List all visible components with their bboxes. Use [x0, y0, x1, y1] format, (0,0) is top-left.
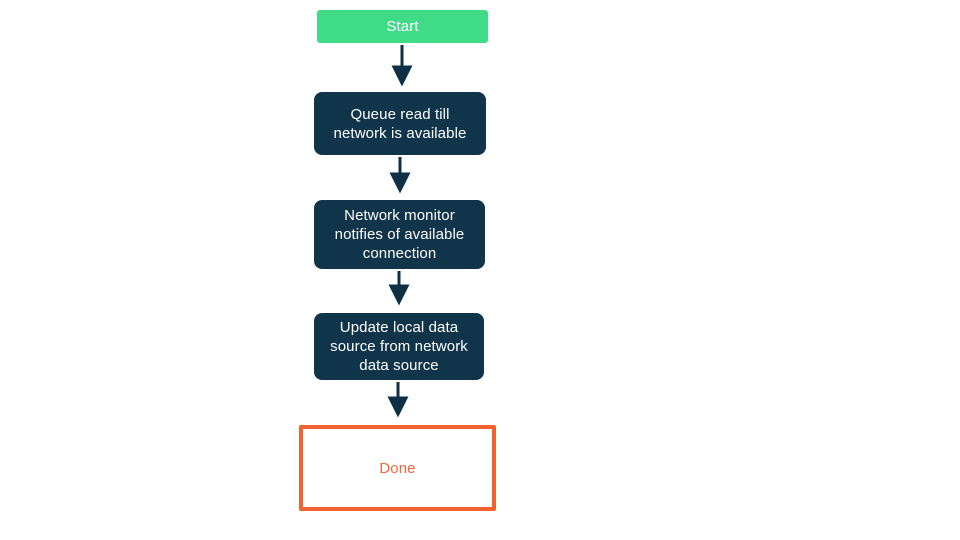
- node-queue-read[interactable]: Queue read till network is available: [314, 92, 486, 155]
- node-update-local-data-source-label: Update local data source from network da…: [330, 319, 468, 374]
- node-queue-read-label: Queue read till network is available: [333, 105, 467, 142]
- node-done-label: Done: [379, 459, 416, 477]
- node-network-monitor-label: Network monitor notifies of available co…: [334, 207, 465, 262]
- node-start-label: Start: [386, 18, 419, 35]
- node-network-monitor[interactable]: Network monitor notifies of available co…: [314, 200, 485, 269]
- node-done[interactable]: Done: [299, 425, 496, 511]
- node-update-local-data-source[interactable]: Update local data source from network da…: [314, 313, 484, 380]
- node-start[interactable]: Start: [317, 10, 488, 43]
